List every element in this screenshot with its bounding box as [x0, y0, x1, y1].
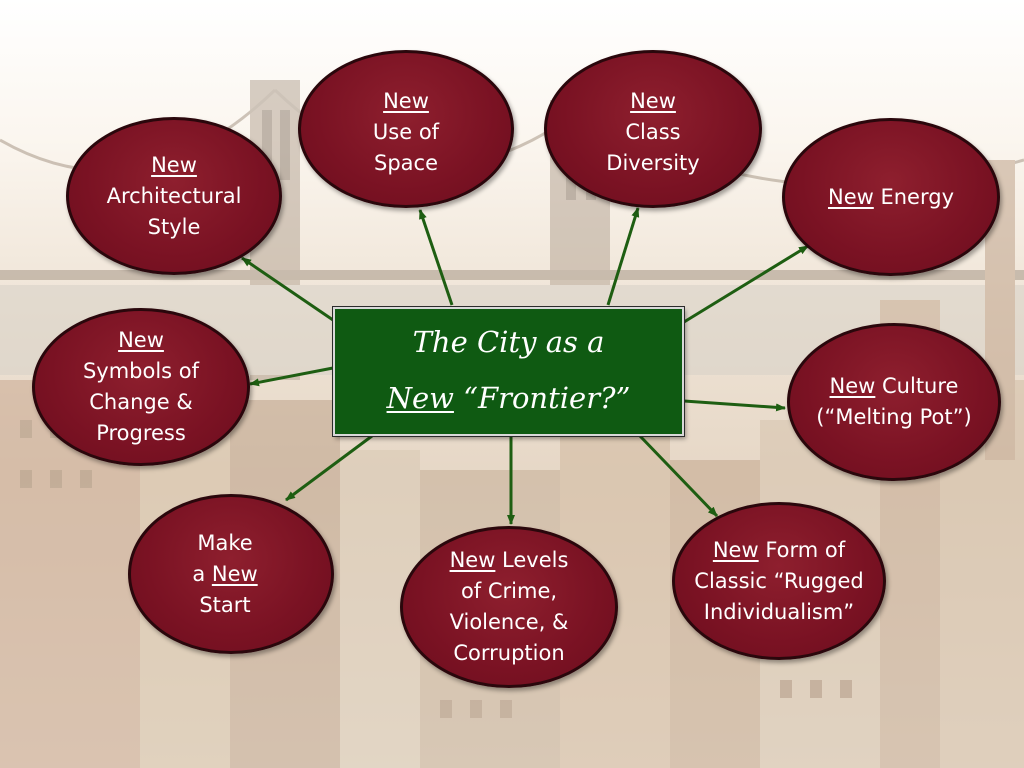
node-crime-line-3: Violence, &: [449, 610, 569, 634]
central-topic-line-1: The City as a: [412, 325, 605, 359]
arrow-to-class-diversity: [606, 207, 640, 306]
node-culture-line-2: (“Melting Pot”): [816, 405, 972, 429]
node-class-diversity-line-3: Diversity: [606, 151, 700, 175]
node-class-diversity-new: New: [630, 89, 676, 113]
arrow-to-architectural-style: [241, 256, 334, 322]
node-rugged-line-3: Individualism”: [703, 599, 855, 624]
arrow-to-use-of-space: [418, 209, 454, 306]
node-new-start-line-1: Make: [197, 530, 253, 555]
node-class-diversity-line-2: Class: [625, 120, 681, 144]
node-symbols-of-change: New Symbols of Change & Progress: [32, 308, 250, 466]
node-symbols-line-2: Symbols of: [82, 359, 200, 383]
central-topic-new: New: [386, 381, 454, 415]
node-energy: New Energy: [782, 118, 1000, 276]
central-topic-box: The City as a New “Frontier?”: [332, 306, 685, 437]
node-use-of-space: New Use of Space: [298, 50, 514, 208]
node-architectural-style-line-2: Architectural: [106, 183, 242, 208]
node-architectural-style-new: New: [151, 152, 197, 177]
node-use-of-space-line-3: Space: [374, 151, 438, 175]
node-crime: New Levels of Crime, Violence, & Corrupt…: [400, 526, 618, 688]
node-new-start: Make a New Start: [128, 494, 334, 654]
node-crime-line-2: of Crime,: [460, 579, 558, 603]
node-new-start-line-3: Start: [199, 592, 251, 617]
node-culture-label: Culture: [875, 374, 959, 398]
node-crime-new: New: [449, 548, 496, 572]
node-culture: New Culture (“Melting Pot”): [787, 323, 1001, 481]
node-symbols-line-3: Change &: [89, 390, 193, 414]
node-symbols-line-4: Progress: [96, 421, 186, 445]
node-energy-label: Energy: [873, 184, 954, 209]
node-energy-new: New: [827, 184, 874, 209]
node-new-start-new: New: [211, 561, 258, 586]
node-rugged-new: New: [712, 537, 759, 562]
arrow-to-rugged: [638, 434, 719, 518]
node-architectural-style: New Architectural Style: [66, 117, 282, 275]
arrow-to-culture: [683, 399, 786, 412]
node-crime-line-4: Corruption: [453, 641, 565, 665]
central-topic-frontier: “Frontier?”: [453, 381, 631, 415]
node-rugged-label: Form of: [758, 537, 846, 562]
node-class-diversity: New Class Diversity: [544, 50, 762, 208]
arrow-to-new-start: [285, 434, 373, 502]
arrow-to-symbols: [249, 366, 334, 387]
node-rugged-line-2: Classic “Rugged: [694, 568, 864, 593]
node-use-of-space-new: New: [383, 89, 429, 113]
node-symbols-new: New: [118, 328, 164, 352]
node-rugged-individualism: New Form of Classic “Rugged Individualis…: [672, 502, 886, 660]
node-use-of-space-line-2: Use of: [372, 120, 440, 144]
arrow-to-energy: [683, 244, 809, 324]
node-culture-new: New: [829, 374, 876, 398]
node-crime-label: Levels: [495, 548, 569, 572]
central-topic-line-2: New “Frontier?”: [335, 381, 682, 415]
node-new-start-a: a: [192, 561, 212, 586]
node-architectural-style-line-3: Style: [147, 214, 201, 239]
